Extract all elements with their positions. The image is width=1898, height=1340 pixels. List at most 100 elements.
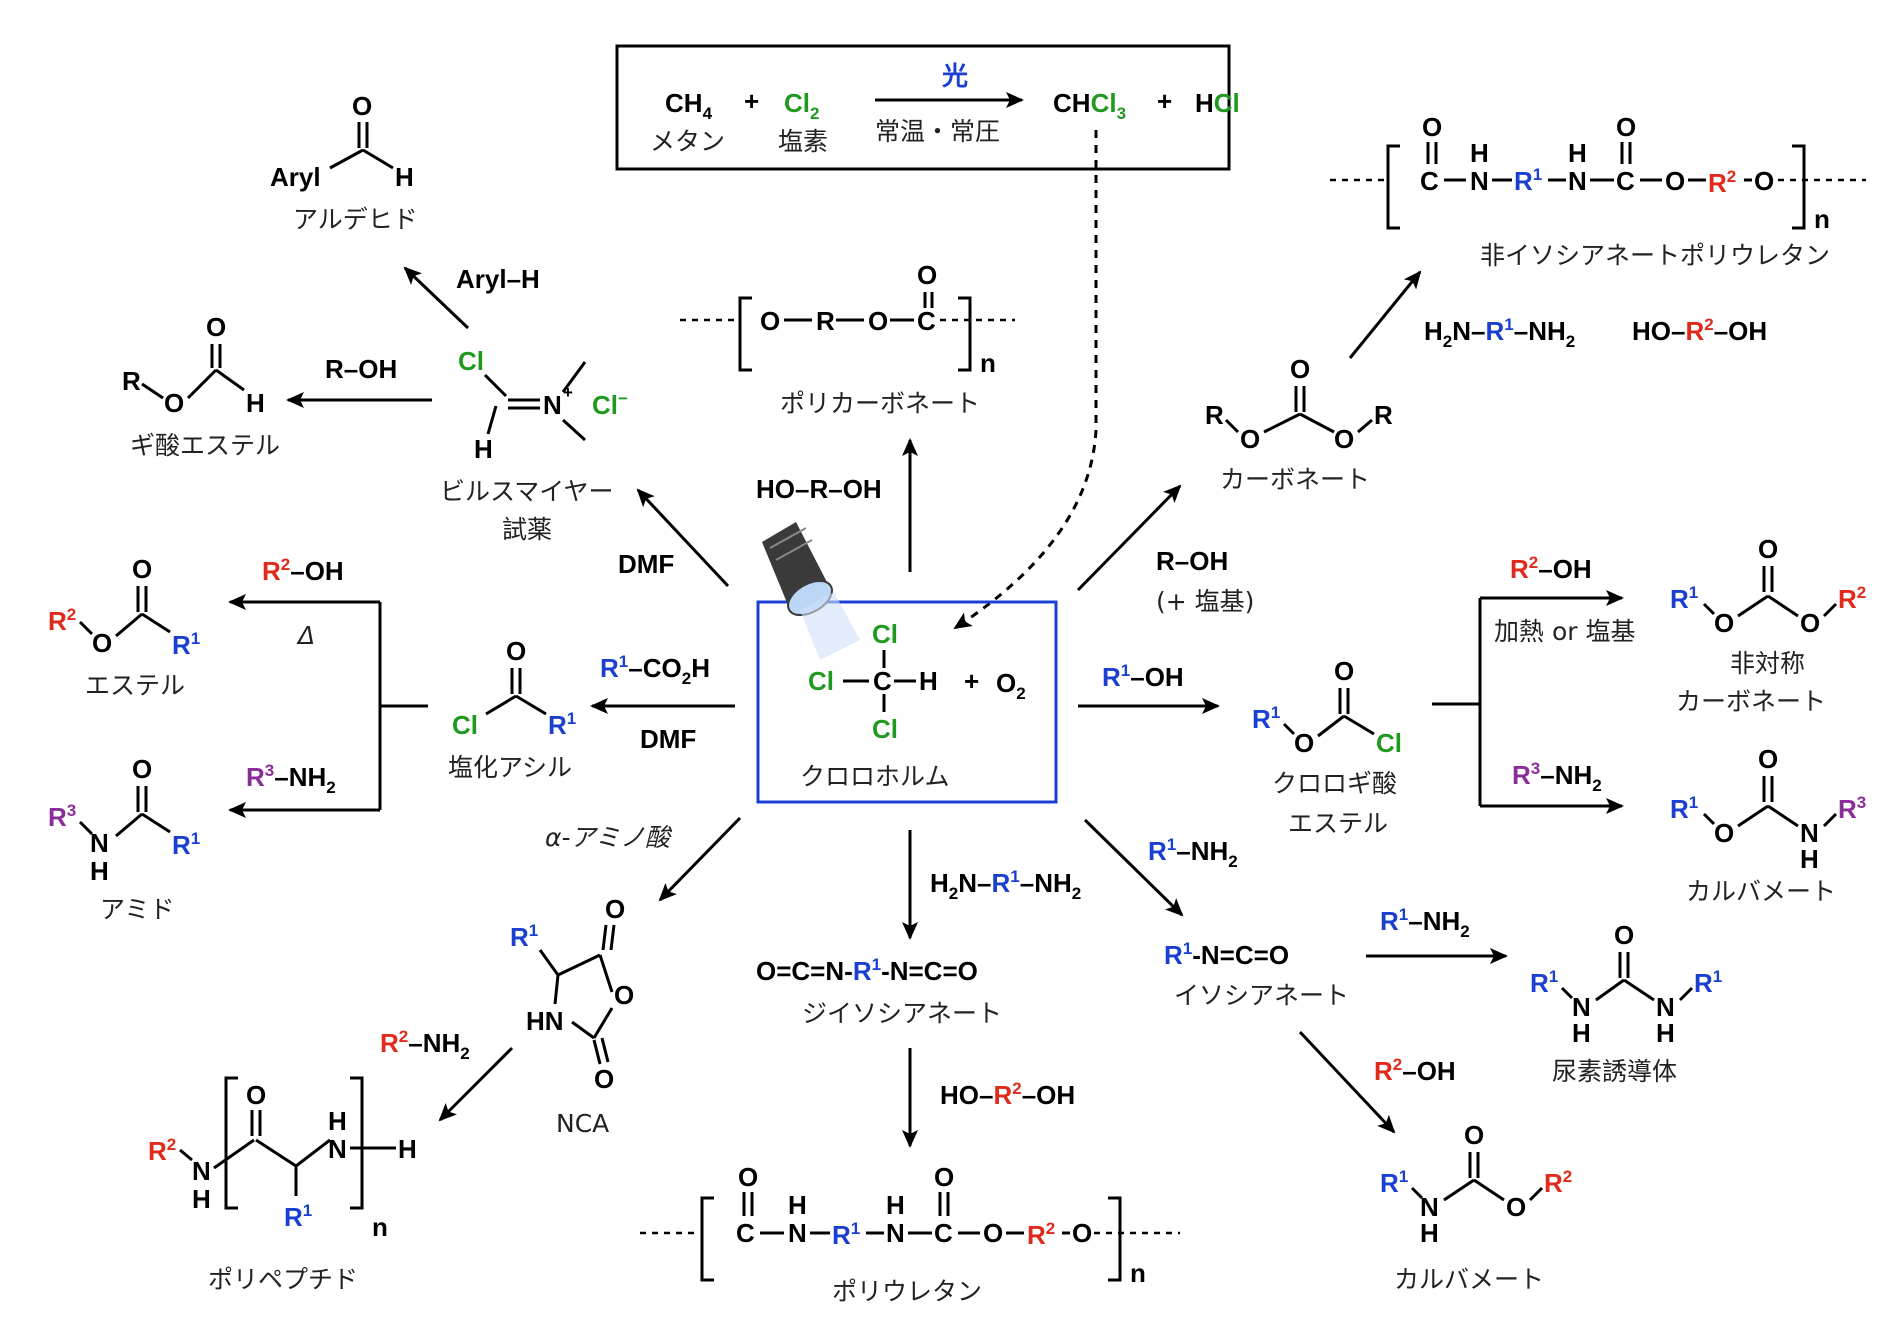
aldehyde-label: アルデヒド <box>293 205 418 234</box>
svg-text:O: O <box>1506 1192 1526 1222</box>
svg-text:H: H <box>788 1190 807 1220</box>
svg-text:H: H <box>328 1106 347 1136</box>
svg-text:Cl: Cl <box>1376 728 1402 758</box>
svg-text:O: O <box>934 1162 954 1192</box>
svg-text:N: N <box>1656 992 1675 1022</box>
svg-text:C: C <box>1420 166 1439 196</box>
svg-text:O: O <box>1800 608 1820 638</box>
svg-text:R: R <box>816 306 835 336</box>
reagent-r2-oh: R2–OH <box>262 555 344 586</box>
svg-text:N: N <box>543 390 562 420</box>
svg-text:R1: R1 <box>284 1201 312 1232</box>
reagent-r-oh-base: R–OH <box>1156 546 1228 576</box>
svg-text:R1: R1 <box>1670 793 1698 824</box>
svg-text:N: N <box>1572 992 1591 1022</box>
svg-text:H: H <box>398 1134 417 1164</box>
svg-text:O: O <box>164 388 184 418</box>
svg-text:O: O <box>605 894 625 924</box>
svg-text:n: n <box>1814 204 1830 234</box>
chloroform-box: Cl Cl C H Cl + O2 クロロホルム <box>756 600 1058 804</box>
svg-text:n: n <box>372 1212 388 1242</box>
unsymmetric-carbonate: O R1 O O R2 非対称 カーボネート <box>1670 534 1866 716</box>
svg-text:R2: R2 <box>148 1135 176 1166</box>
svg-text:エステル: エステル <box>1288 809 1388 838</box>
svg-text:O: O <box>614 980 634 1010</box>
svg-text:O: O <box>1422 112 1442 142</box>
svg-text:R1: R1 <box>1514 165 1542 196</box>
svg-text:O: O <box>1714 818 1734 848</box>
svg-text:R1: R1 <box>510 921 538 952</box>
reagent-diol: HO–R2–OH <box>940 1079 1075 1110</box>
hydrogen: H <box>919 666 938 696</box>
cl2-formula: Cl2 <box>784 88 819 123</box>
svg-text:O: O <box>1614 920 1634 950</box>
svg-text:H: H <box>90 856 109 886</box>
reagent-diol-2: HO–R2–OH <box>1632 315 1767 346</box>
reagent-base: (+ 塩基) <box>1156 587 1254 616</box>
svg-text:N: N <box>90 828 109 858</box>
lamp-icon <box>762 522 860 660</box>
svg-text:O: O <box>1758 744 1778 774</box>
cl-top: Cl <box>872 619 898 649</box>
cl2-name: 塩素 <box>778 127 828 156</box>
svg-text:H: H <box>1420 1218 1439 1248</box>
carbon: C <box>873 666 892 696</box>
svg-text:R2: R2 <box>1838 583 1866 614</box>
svg-text:H: H <box>192 1184 211 1214</box>
chloroform-label: クロロホルム <box>800 762 950 791</box>
svg-text:O: O <box>1240 424 1260 454</box>
aldehyde: O Aryl H アルデヒド <box>270 91 418 234</box>
svg-text:O: O <box>1290 354 1310 384</box>
reagent-r3-nh2-right: R3–NH2 <box>1512 759 1602 795</box>
svg-text:H: H <box>1568 138 1587 168</box>
chloroformate: O R1 O Cl クロロギ酸 エステル <box>1252 656 1402 838</box>
reagent-aryl-h: Aryl–H <box>456 264 540 294</box>
carbonate-label: カーボネート <box>1220 465 1370 494</box>
svg-text:O: O <box>1754 166 1774 196</box>
svg-text:O: O <box>1464 1120 1484 1150</box>
non-isocyanate-polyurethane: O C H N R1 H N C O O R2 O n 非イソシアネートポリウレ… <box>1330 112 1866 270</box>
acyl-label: 塩化アシル <box>448 753 572 782</box>
vilsmeier-label: ビルスマイヤー <box>440 477 614 506</box>
nipu-label: 非イソシアネートポリウレタン <box>1480 241 1830 270</box>
svg-text:O: O <box>206 312 226 342</box>
oxygen: O2 <box>996 668 1026 703</box>
svg-text:+: + <box>563 383 573 402</box>
polycarbonate-label: ポリカーボネート <box>780 389 980 418</box>
svg-text:H: H <box>1656 1018 1675 1048</box>
svg-text:R1: R1 <box>1530 967 1558 998</box>
svg-text:N: N <box>1800 818 1819 848</box>
svg-text:H: H <box>246 388 265 418</box>
ch4-formula: CH4 <box>665 88 713 123</box>
top-reaction-box: CH4 メタン + Cl2 塩素 光 常温・常圧 CHCl3 + HCl <box>615 44 1240 171</box>
acyl-chloride: O Cl R1 塩化アシル <box>448 636 576 782</box>
reagent-r1-nh2: R1–NH2 <box>1148 835 1238 871</box>
svg-text:R1: R1 <box>1694 967 1722 998</box>
svg-text:R1: R1 <box>832 1219 860 1250</box>
svg-text:O: O <box>132 754 152 784</box>
urea-derivative: O R1 N H N H R1 尿素誘導体 <box>1530 920 1722 1086</box>
unsym-label: 非対称 <box>1730 649 1805 678</box>
svg-text:R1: R1 <box>172 829 200 860</box>
svg-text:n: n <box>980 348 996 378</box>
svg-text:H: H <box>1470 138 1489 168</box>
nca: R1 O O HN O NCA <box>510 894 634 1138</box>
svg-text:R: R <box>1374 400 1393 430</box>
svg-text:O: O <box>917 260 937 290</box>
svg-text:O: O <box>1758 534 1778 564</box>
svg-text:O: O <box>132 554 152 584</box>
urea-label: 尿素誘導体 <box>1552 1057 1677 1086</box>
carbamate-2: O R1 N H O R2 カルバメート <box>1380 1120 1572 1294</box>
polyurethane: O C H N R1 H N C O O R2 O n ポリウレタン <box>640 1162 1180 1306</box>
svg-text:O: O <box>1616 112 1636 142</box>
reagent-diamine-2: H2N–R1–NH2 <box>1424 315 1575 351</box>
svg-text:O: O <box>1294 728 1314 758</box>
svg-text:N: N <box>788 1218 807 1248</box>
reagent-r2-oh-bottom: R2–OH <box>1374 1055 1456 1086</box>
svg-text:O: O <box>506 636 526 666</box>
center-plus: + <box>964 666 979 696</box>
polyurethane-label: ポリウレタン <box>832 1277 982 1306</box>
svg-text:C: C <box>917 306 936 336</box>
reagent-r1-oh: R1–OH <box>1102 661 1184 692</box>
svg-text:R2: R2 <box>1544 1167 1572 1198</box>
